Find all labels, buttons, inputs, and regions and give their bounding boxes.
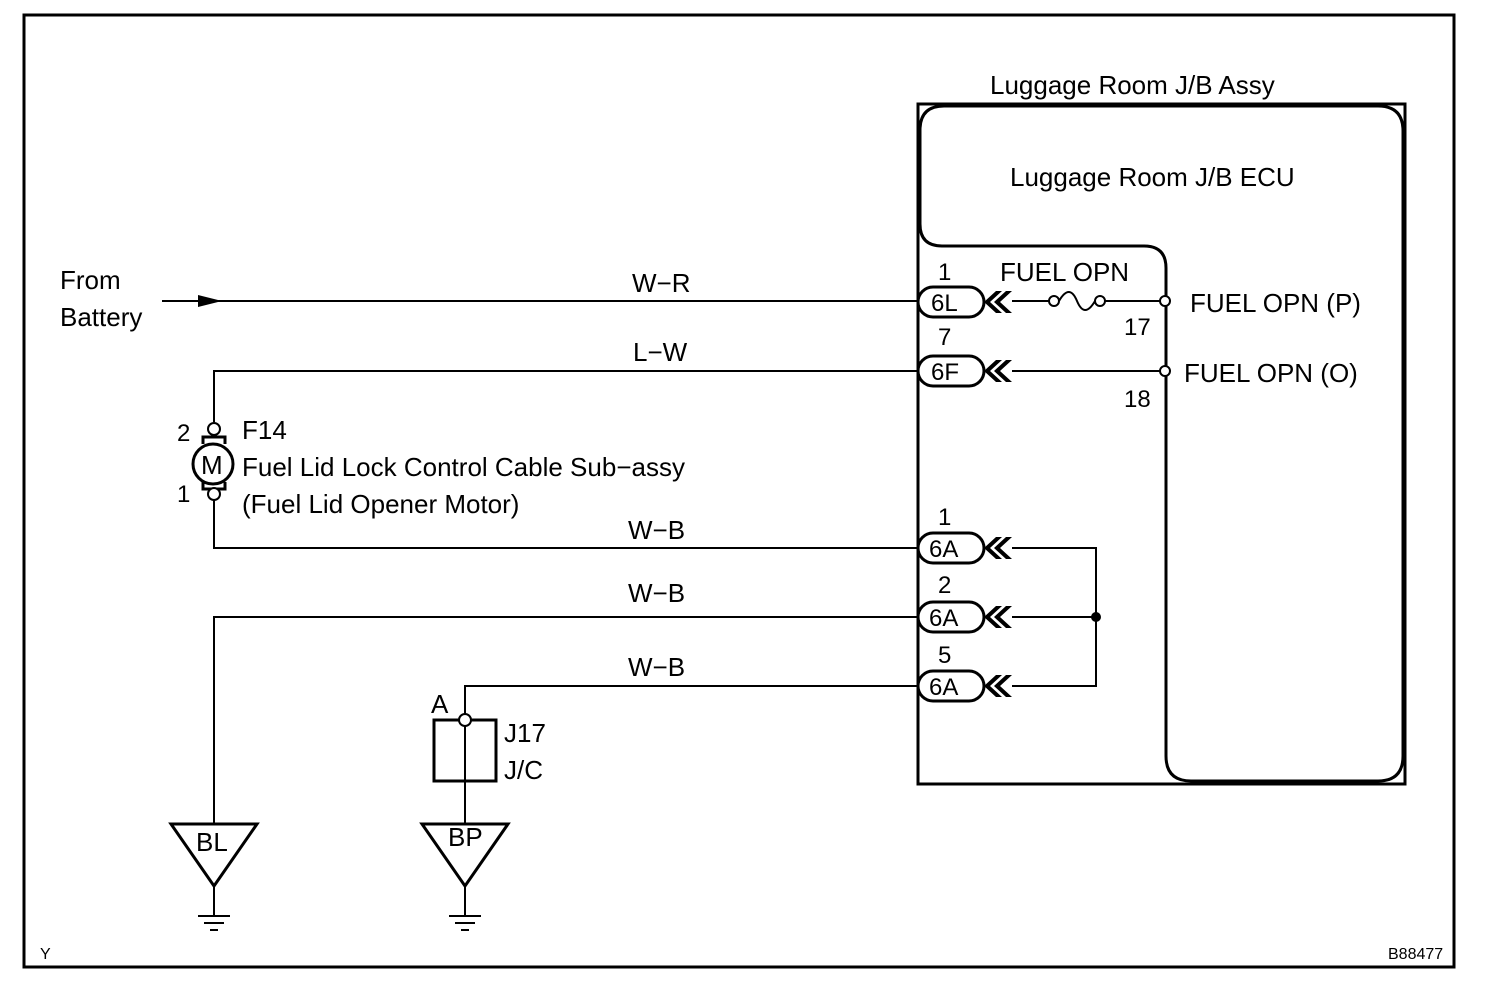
ecu-pin-18: 18	[1124, 386, 1151, 413]
figure-id: B88477	[1388, 946, 1443, 963]
connector-6a-1-pin: 1	[938, 504, 951, 531]
from-label: From	[60, 265, 121, 295]
jc-pin-label: A	[431, 689, 449, 719]
connector-6l-pin: 1	[938, 259, 951, 286]
diagram-frame	[22, 13, 1456, 969]
jb-ecu-label: Luggage Room J/B ECU	[1010, 162, 1295, 192]
ecu-pin-17: 17	[1124, 314, 1151, 341]
ground-bp-label: BP	[448, 822, 483, 852]
fuel-opn-p-label: FUEL OPN (P)	[1190, 288, 1361, 318]
connector-6a-5-chevron-icon	[984, 675, 1012, 697]
connector-6l-chevron-icon	[984, 291, 1012, 313]
jc-code: J17	[504, 718, 546, 748]
wire-label-w-b-2: W−B	[628, 578, 685, 608]
ecu-terminal-o	[1159, 365, 1171, 377]
motor-pin-top-terminal	[207, 422, 221, 436]
wire-label-w-b-3: W−B	[628, 652, 685, 682]
connector-6a-2-chevron-icon	[984, 606, 1012, 628]
wire-l-w	[213, 370, 920, 422]
connector-6a-5-pin: 5	[938, 642, 951, 669]
ground-bl-label: BL	[196, 827, 228, 857]
motor-name: Fuel Lid Lock Control Cable Sub−assy	[242, 452, 685, 482]
ecu-terminal-p	[1159, 295, 1171, 307]
jc-name: J/C	[504, 755, 543, 785]
motor-f14: M	[191, 422, 235, 501]
motor-symbol: M	[201, 450, 223, 480]
connector-6a-5-code: 6A	[929, 674, 958, 701]
battery-label: Battery	[60, 302, 142, 332]
connector-6a-2-code: 6A	[929, 605, 958, 632]
connector-6a-1-code: 6A	[929, 536, 958, 563]
connector-6f-code: 6F	[931, 359, 959, 386]
fuse-icon	[1058, 291, 1096, 311]
motor-pin-bottom-terminal	[207, 487, 221, 501]
arrow-icon	[198, 295, 222, 307]
fuel-opn-o-label: FUEL OPN (O)	[1184, 358, 1358, 388]
connector-6a-1-chevron-icon	[984, 537, 1012, 559]
wire-w-b-2	[213, 616, 920, 824]
corner-mark: Y	[40, 946, 51, 963]
wire-w-b-3	[464, 685, 920, 714]
splice-point	[1091, 612, 1101, 622]
jb-assy-box	[916, 102, 1407, 786]
fuel-opn-label: FUEL OPN	[1000, 257, 1129, 287]
wire-label-w-r: W−R	[632, 268, 691, 298]
motor-code: F14	[242, 415, 287, 445]
wire-label-w-b-1: W−B	[628, 515, 685, 545]
connector-6a-2-pin: 2	[938, 572, 951, 599]
jb-assy-label: Luggage Room J/B Assy	[990, 70, 1275, 100]
motor-desc: (Fuel Lid Opener Motor)	[242, 489, 519, 519]
fuse-terminal-right	[1094, 295, 1106, 307]
connector-6f-pin: 7	[938, 324, 951, 351]
wire-label-l-w: L−W	[633, 337, 688, 367]
motor-icon	[191, 442, 235, 486]
jb-ecu-box	[918, 104, 1405, 783]
motor-pin-2: 2	[177, 420, 190, 447]
jc-terminal-a	[458, 713, 472, 727]
motor-pin-1: 1	[177, 481, 190, 508]
connector-6l-code: 6L	[931, 290, 958, 317]
connector-6f-chevron-icon	[984, 360, 1012, 382]
wire-w-b-1	[213, 500, 920, 549]
fuse-terminal-left	[1048, 295, 1060, 307]
